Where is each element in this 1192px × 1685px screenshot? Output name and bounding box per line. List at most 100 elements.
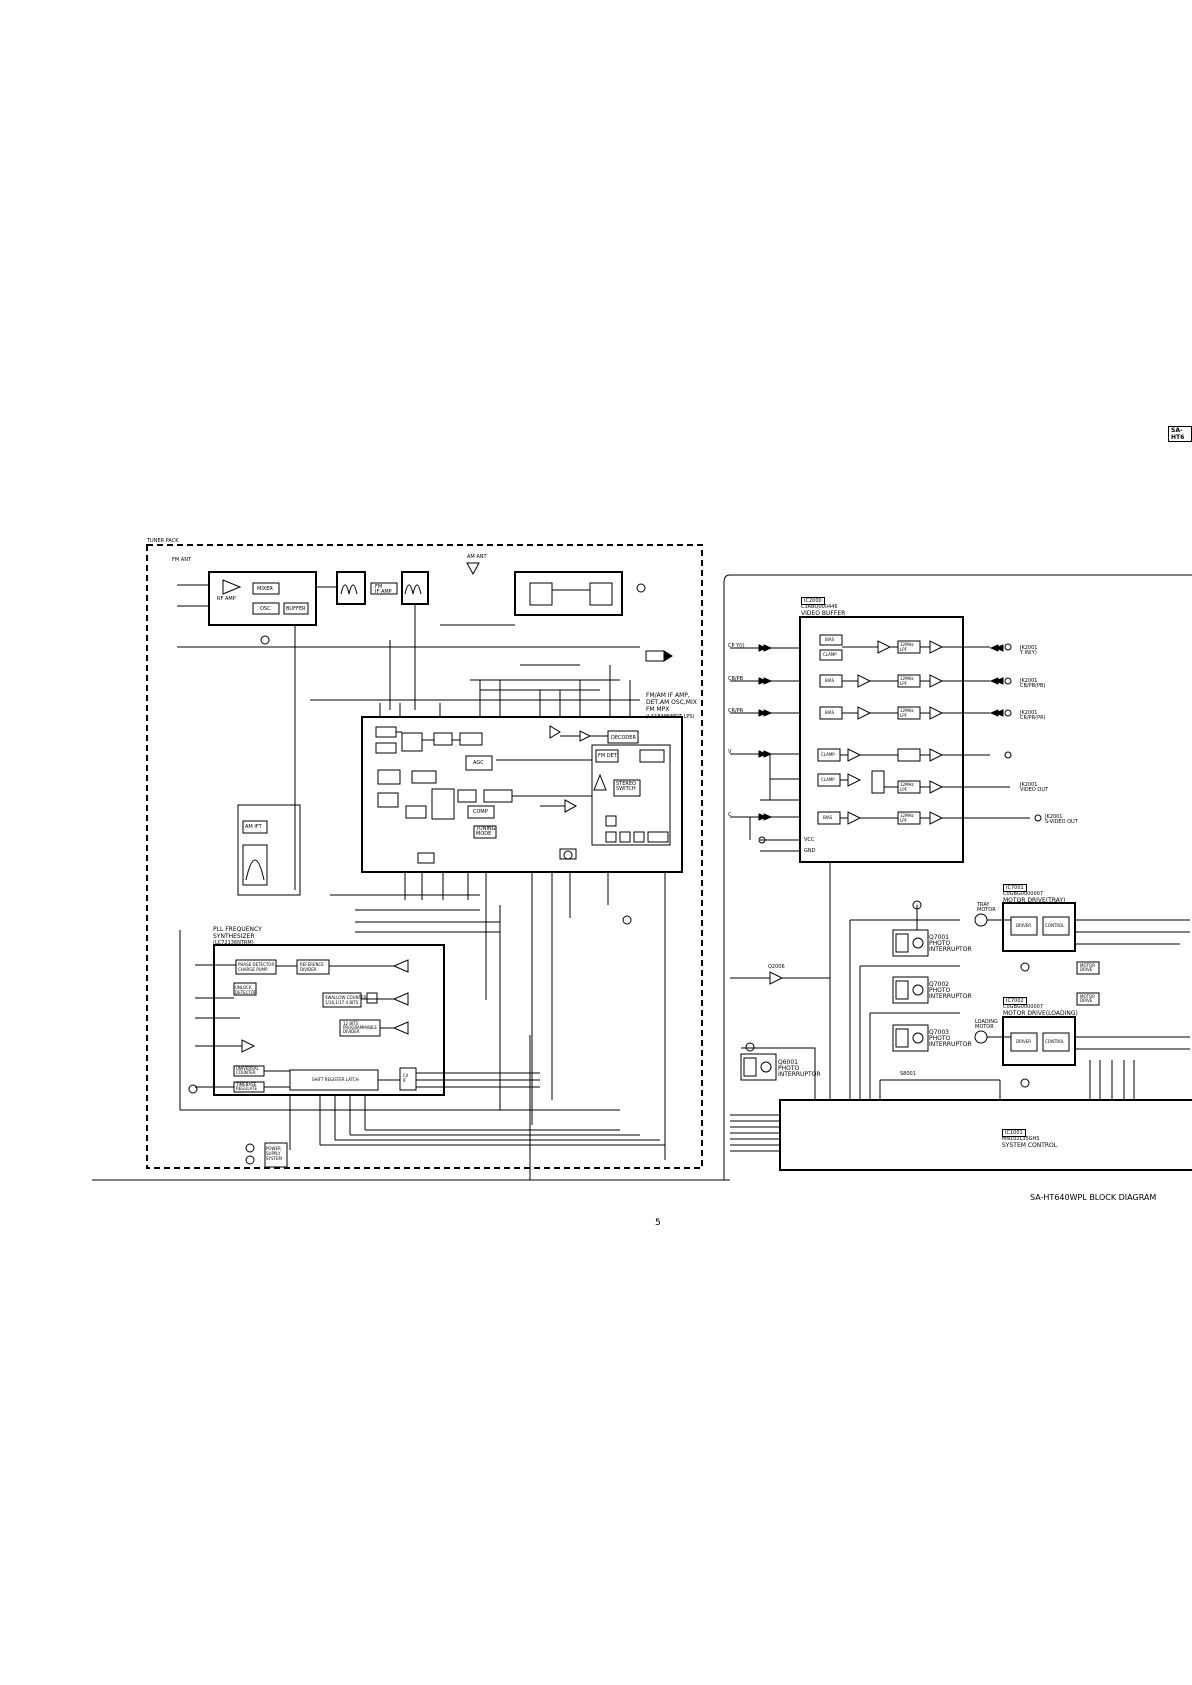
video-vcc-label: VCC <box>804 837 815 843</box>
video-ic-part: C3ABQ000446 <box>801 604 838 610</box>
lpf-label-3: 12MHz LPF <box>900 708 914 718</box>
video-in-pr: CR/PR <box>728 708 744 714</box>
fm-if-out-block <box>645 650 665 662</box>
video-in-pb: CB/PB <box>728 676 744 682</box>
mixer-label: MIXER <box>257 586 273 592</box>
am-front-end-box <box>514 571 623 616</box>
video-in-y: CP Y(I) <box>728 643 745 649</box>
pll-title: PLL FREQUENCY SYNTHESIZER <box>213 926 262 940</box>
pll-part: (LC72136NTRM) <box>213 940 254 946</box>
if-ic-part: (LA1838NMDT LPS) <box>646 714 695 720</box>
phase-detector-block <box>235 959 277 975</box>
agc-label: AGC <box>473 760 484 766</box>
power-supply-label: POWER SUPPLY SYSTEM <box>266 1146 282 1161</box>
photo-interruptor-1: Q7001 PHOTO INTERRUPTOR <box>929 934 972 953</box>
rf-amp-triangle <box>222 579 242 595</box>
motor-drive-label-2: MOTOR DRIVE <box>1080 994 1095 1003</box>
photo-interruptor-2: Q7002 PHOTO INTERRUPTOR <box>929 981 972 1000</box>
unlock-detector-block <box>233 982 257 996</box>
jack-y-label: JK2001 Y IN(Y) <box>1020 645 1038 656</box>
model-tag: SA-HT6 <box>1168 426 1192 442</box>
motor-load-title: MOTOR DRIVE(LOADING) <box>1003 1010 1078 1017</box>
video-in-c: C <box>728 812 732 818</box>
shift-register-label: SHIFT REGISTER LATCH <box>312 1077 359 1082</box>
agc-block-1 <box>375 726 397 738</box>
jack-pr-label: JK2001 CR/PR(PR) <box>1020 710 1046 721</box>
agc-block <box>465 755 493 771</box>
system-ic-part: MN102L35GHS <box>1002 1136 1040 1142</box>
jack-pb-label: JK2001 CB/PB(PB) <box>1020 678 1046 689</box>
ceramic-filter-1 <box>336 571 366 605</box>
rf-amp-label: RF AMP <box>217 596 236 602</box>
diagram-title: SA-HT640WPL BLOCK DIAGRAM <box>1030 1193 1157 1202</box>
bias-label-4: BIAS <box>823 815 833 820</box>
video-buffer-ic <box>799 616 964 863</box>
power-supply-block <box>264 1142 288 1168</box>
am-terminal <box>636 583 646 593</box>
bias-label-1: BIAS <box>825 637 835 642</box>
system-ic-tag: IC1001 <box>1002 1129 1026 1137</box>
tray-motor-label: TRAY MOTOR <box>977 902 996 913</box>
photo-interruptor-4: Q6001 PHOTO INTERRUPTOR <box>778 1059 821 1078</box>
am-det-block <box>529 582 553 606</box>
if-ic-title: FM/AM IF AMP, DET,AM OSC,MIX FM MPX <box>646 692 697 713</box>
stereo-switch-label: STEREO SWITCH <box>616 781 636 792</box>
video-ic-title: VIDEO BUFFER <box>801 610 846 617</box>
q2006-label: Q2006 <box>768 964 785 970</box>
comp-block <box>467 805 495 819</box>
loading-motor-label: LOADING MOTOR <box>975 1019 998 1030</box>
cio-label: C/I IF <box>403 1073 409 1083</box>
tuning-mode-label: TUNING MODE <box>476 826 496 837</box>
bias-label-3: BIAS <box>825 710 835 715</box>
lpf-label-4: 12MHz LPF <box>900 782 914 792</box>
reference-divider-block <box>296 959 330 975</box>
clamp-label-2: CLAMP <box>821 752 835 757</box>
timebase-label: TIMEBASE REGULATE <box>236 1082 258 1091</box>
jack-svideo-label: JK2001 S-VIDEO OUT <box>1045 814 1078 825</box>
am-osc-block <box>589 582 613 606</box>
osc-block <box>252 602 280 615</box>
motor-tray-title: MOTOR DRIVE(TRAY) <box>1003 897 1066 904</box>
decoder-label: DECODER <box>611 735 636 741</box>
switch-label: S8001 <box>900 1071 916 1077</box>
pll-synthesizer-box <box>213 944 445 1096</box>
fm-antenna-label: FM ANT <box>172 557 191 563</box>
system-ic-title: SYSTEM CONTROL <box>1002 1142 1058 1149</box>
motor-load-part: C0GBG0000007 <box>1003 1004 1044 1010</box>
reference-divider-label: REFERENCE DIVIDER <box>300 962 324 972</box>
am-ift-label: AM IFT <box>245 824 262 830</box>
buffer-label: BUFFER <box>286 606 306 612</box>
driver-label-2: DRIVER <box>1016 1039 1032 1044</box>
photo-interruptor-3: Q7003 PHOTO INTERRUPTOR <box>929 1029 972 1048</box>
tuner-pack-frame <box>146 544 703 1169</box>
am-antenna-symbol <box>466 562 480 576</box>
swallow-counter-label: SWALLOW COUNTER 1/16,1/17 4 BITS <box>325 995 367 1005</box>
video-ic-tag: IC2000 <box>801 597 825 605</box>
swallow-counter-block <box>322 992 362 1008</box>
control-label-2: CONTROL <box>1045 1039 1065 1044</box>
lpf-label-2: 12MHz LPF <box>900 676 914 686</box>
comp-label: COMP <box>473 809 488 815</box>
control-label-1: CONTROL <box>1045 923 1065 928</box>
clamp-label-3: CLAMP <box>821 777 835 782</box>
am-antenna-label: AM ANT <box>467 554 487 560</box>
lpf-label-1: 12MHz LPF <box>900 642 914 652</box>
motor-load-tag: IC7002 <box>1003 997 1027 1005</box>
motor-drive-label-1: MOTOR DRIVE <box>1080 963 1095 972</box>
loading-motor-symbol <box>974 1030 988 1044</box>
universal-counter-label: UNIVERSAL COUNTER <box>236 1066 259 1075</box>
tuning-mode-block <box>473 825 497 839</box>
motor-drive-loading-ic <box>1002 1016 1076 1066</box>
page-number: 5 <box>655 1218 661 1228</box>
unlock-detector-label: UNLOCK DETECTOR <box>235 985 257 995</box>
jack-video-label: JK2001 VIDEO OUT <box>1020 782 1049 793</box>
video-gnd-label: GND <box>804 848 816 854</box>
fm-det-label: FM DET <box>598 753 617 759</box>
tuner-pack-label: TUNER PACK <box>147 538 179 544</box>
if-amp-block <box>370 582 398 595</box>
clamp-label-1: CLAMP <box>823 652 837 657</box>
driver-label-1: DRIVER <box>1016 923 1032 928</box>
lpf-label-5: 12MHz LPF <box>900 813 914 823</box>
phase-detector-label: PHASE DETECTOR CHARGE PUMP <box>238 962 275 972</box>
